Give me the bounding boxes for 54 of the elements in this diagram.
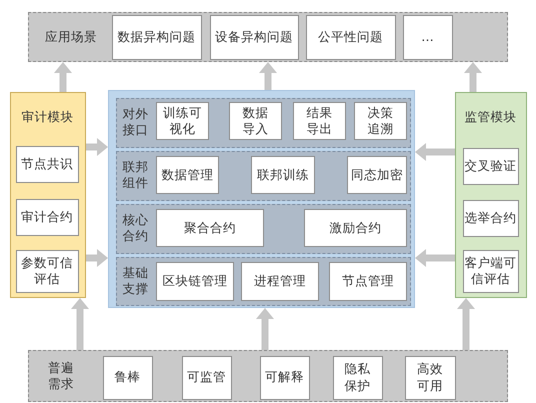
item-box: 数据异构问题 [112,14,202,60]
item-box: 节点管理 [329,262,407,301]
band-label: 普遍需求 [48,359,74,392]
item-box: 数据导入 [229,102,282,140]
item-box: 区块链管理 [156,262,234,301]
item-box: 设备异构问题 [210,14,298,60]
item-box: 鲁棒 [102,356,152,400]
module-panel [10,92,86,298]
layer-label: 联邦组件 [122,158,148,192]
item-box: 公平性问题 [306,14,396,60]
platform-panel [108,90,415,308]
panel-title: 监管模块 [464,108,518,126]
item-box: 可监管 [182,356,232,400]
arrow [415,143,455,161]
item-box: 同态加密 [347,156,407,194]
item-box: 隐私保护 [332,356,382,400]
layer-label: 核心合约 [122,212,148,244]
item-box: 聚合合约 [156,209,264,247]
arrow [259,62,277,90]
layer-label: 对外接口 [122,106,148,138]
item-box: 审计合约 [16,198,78,236]
item-box: 决策追溯 [354,102,407,140]
item-box: … [402,14,452,60]
module-panel [455,92,527,298]
arrow [256,308,274,350]
item-box: 结果导出 [293,102,346,140]
layer-panel [116,98,410,148]
layer-label: 基础支撑 [122,264,148,297]
item-box: 训练可视化 [156,102,209,140]
arrow [71,298,89,350]
arrow [86,249,108,267]
item-box: 激励合约 [304,209,407,247]
arrow [457,298,475,350]
item-box: 参数可信评估 [16,250,78,292]
item-box: 节点共识 [16,146,78,182]
layer-panel [116,204,410,254]
band-label: 应用场景 [44,28,98,45]
band-panel [28,12,508,62]
layer-panel [116,150,410,200]
item-box: 可解释 [260,356,310,400]
item-box: 交叉验证 [462,148,518,184]
arrow [464,62,482,92]
item-box: 联邦训练 [251,156,315,194]
arrow [415,249,455,267]
arrow [86,138,108,156]
panel-title: 审计模块 [20,108,74,126]
item-box: 数据管理 [156,156,219,194]
item-box: 高效可用 [404,356,456,400]
layer-panel [116,256,410,306]
item-box: 进程管理 [241,262,319,301]
band-panel [28,350,508,402]
item-box: 客户端可信评估 [462,250,518,292]
item-box: 选举合约 [462,200,518,236]
arrow [54,62,72,92]
